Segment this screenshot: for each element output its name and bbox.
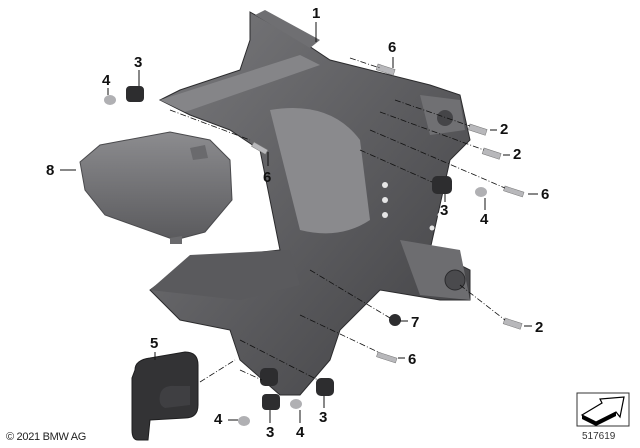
callout-part-6[interactable]: 6 [408,351,417,368]
callout-part-5[interactable]: 5 [150,335,159,352]
callout-part-4[interactable]: 4 [214,411,223,428]
callout-part-3[interactable]: 3 [134,54,143,71]
callout-part-1[interactable]: 1 [312,5,321,22]
frame-part-1 [149,10,471,396]
callout-part-2[interactable]: 2 [500,121,509,138]
callout-part-4[interactable]: 4 [480,211,489,228]
callout-part-3[interactable]: 3 [266,424,275,441]
callout-part-8[interactable]: 8 [46,162,55,179]
hardware [104,63,525,426]
diagram-type-icon [576,392,630,427]
callout-part-4[interactable]: 4 [296,424,305,441]
callout-part-3[interactable]: 3 [440,202,449,219]
callout-part-3[interactable]: 3 [319,409,328,426]
callout-part-6[interactable]: 6 [541,186,550,203]
callout-part-7[interactable]: 7 [411,314,420,331]
copyright-notice: © 2021 BMW AG [6,431,87,443]
callout-part-4[interactable]: 4 [102,72,111,89]
callout-part-6[interactable]: 6 [388,39,397,56]
callout-part-2[interactable]: 2 [513,146,522,163]
callout-part-2[interactable]: 2 [535,319,544,336]
leader-lines [60,22,538,423]
callout-part-6[interactable]: 6 [263,169,272,186]
diagram-number: 517619 [582,431,616,442]
plate-part-8 [79,131,233,241]
